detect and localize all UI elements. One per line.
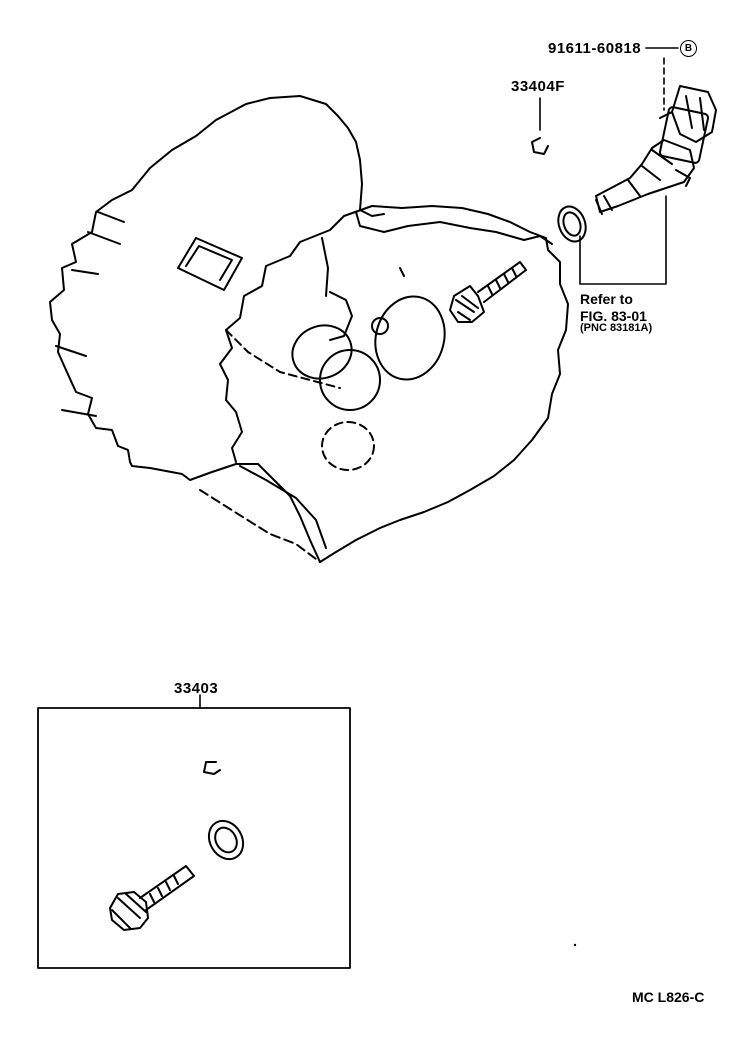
- clip-part-number: 33404F: [511, 78, 565, 95]
- transaxle-housing: [49, 95, 569, 563]
- refer-line-2: FIG. 83-01: [580, 308, 647, 324]
- clip-upper: [531, 137, 549, 155]
- driven-gear-installed: [449, 261, 527, 323]
- bolt-part-number: 91611-60818: [548, 40, 642, 57]
- refer-line-1: Refer to: [580, 291, 633, 307]
- callout-b-icon: B: [680, 40, 697, 57]
- o-ring-upper: [557, 205, 587, 243]
- speed-sensor: [595, 85, 717, 215]
- refer-line-3: (PNC 83181A): [580, 322, 653, 334]
- kit-part-number: 33403: [174, 680, 219, 697]
- figure-code: MC L826-C: [632, 989, 705, 1005]
- kit-box: [37, 694, 351, 969]
- leader-lines: [539, 47, 679, 285]
